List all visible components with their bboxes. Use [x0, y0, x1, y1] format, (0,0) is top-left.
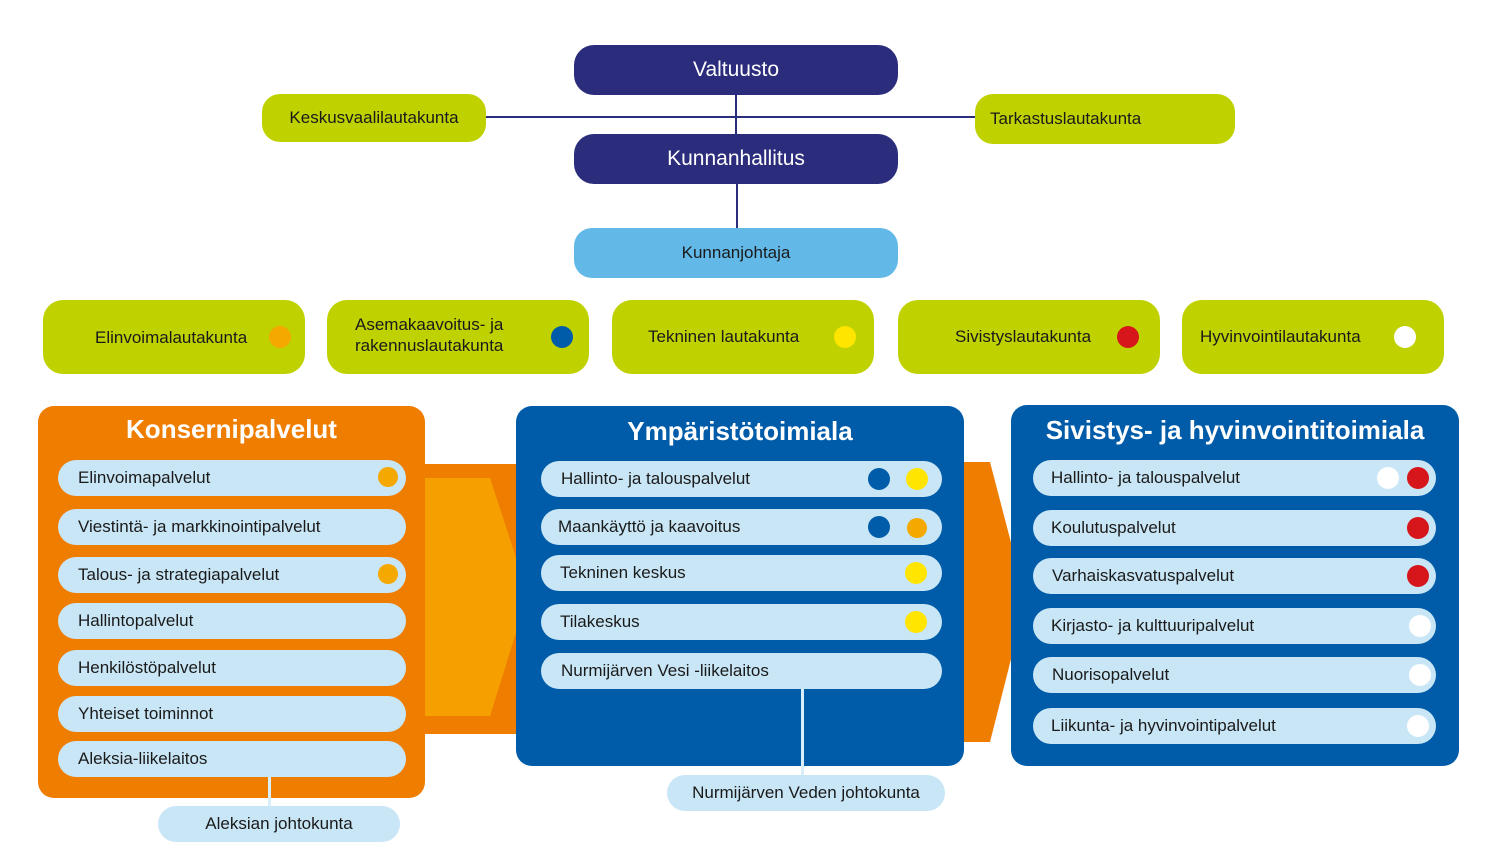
list-item-label: Kirjasto- ja kulttuuripalvelut [1051, 616, 1255, 635]
list-item: Yhteiset toiminnot [58, 696, 406, 732]
list-item: Elinvoimapalvelut [58, 460, 406, 496]
dot-orange [378, 467, 398, 487]
list-item-label: Varhaiskasvatuspalvelut [1052, 566, 1235, 585]
dot-white [1377, 467, 1399, 489]
election-board-label: Keskusvaalilautakunta [289, 108, 459, 127]
connector-council-board [735, 92, 737, 136]
dot-yellow [905, 562, 927, 584]
list-item: Aleksia-liikelaitos [58, 741, 406, 777]
list-item: Henkilöstöpalvelut [58, 650, 406, 686]
dot-red [1407, 517, 1429, 539]
connector-horizontal [480, 116, 980, 118]
list-item: Hallinto- ja talouspalvelut [1033, 460, 1436, 496]
list-item: Koulutuspalvelut [1033, 510, 1436, 546]
list-item-label: Yhteiset toiminnot [78, 704, 214, 723]
list-item-label: Aleksia-liikelaitos [78, 749, 208, 768]
list-item: Viestintä- ja markkinointipalvelut [58, 509, 406, 545]
board-asemakaava-label-1: Asemakaavoitus- ja [355, 315, 504, 334]
list-item: Hallinto- ja talouspalvelut [541, 461, 942, 497]
board-hyvinvointi-label: Hyvinvointilautakunta [1200, 327, 1361, 346]
dot-white [1409, 615, 1431, 637]
connector-aleksia [268, 777, 271, 811]
council-label: Valtuusto [693, 58, 779, 81]
dot-blue [551, 326, 573, 348]
dot-white [1407, 715, 1429, 737]
municipal-board-label: Kunnanhallitus [667, 147, 805, 170]
dot-white [1394, 326, 1416, 348]
aleksia-board-box: Aleksian johtokunta [158, 806, 400, 842]
board-sivistys-label: Sivistyslautakunta [955, 327, 1092, 346]
board-tekninen-label: Tekninen lautakunta [648, 327, 800, 346]
board-sivistys: Sivistyslautakunta [898, 300, 1160, 374]
panel-sivistys-title: Sivistys- ja hyvinvointitoimiala [1045, 415, 1425, 445]
board-elinvoima-label: Elinvoimalautakunta [95, 328, 248, 347]
list-item: Tekninen keskus [541, 555, 942, 591]
list-item: Talous- ja strategiapalvelut [58, 557, 406, 593]
list-item: Maankäyttö ja kaavoitus [541, 509, 942, 545]
audit-board-box: Tarkastuslautakunta [975, 94, 1235, 144]
arrow-ymparisto [955, 462, 1026, 742]
dot-red [1117, 326, 1139, 348]
list-item: Hallintopalvelut [58, 603, 406, 639]
list-item-label: Nurmijärven Vesi -liikelaitos [561, 661, 769, 680]
panel-ymparisto-title: Ympäristötoimiala [627, 416, 853, 446]
dot-orange [907, 518, 927, 538]
audit-board-label: Tarkastuslautakunta [990, 109, 1142, 128]
council-box: Valtuusto [574, 45, 898, 95]
connector-vesi [801, 689, 804, 779]
aleksia-board-label: Aleksian johtokunta [205, 814, 353, 833]
municipal-board-box: Kunnanhallitus [574, 134, 898, 184]
board-elinvoima: Elinvoimalautakunta [43, 300, 305, 374]
list-item-label: Tilakeskus [560, 612, 640, 631]
list-item-label: Talous- ja strategiapalvelut [78, 565, 280, 584]
board-tekninen: Tekninen lautakunta [612, 300, 874, 374]
list-item: Liikunta- ja hyvinvointipalvelut [1033, 708, 1436, 744]
mayor-box: Kunnanjohtaja [574, 228, 898, 278]
election-board-box: Keskusvaalilautakunta [262, 94, 486, 142]
list-item-label: Liikunta- ja hyvinvointipalvelut [1051, 716, 1276, 735]
board-hyvinvointi: Hyvinvointilautakunta [1182, 300, 1444, 374]
connector-board-mayor [736, 182, 738, 230]
dot-blue [868, 468, 890, 490]
list-item-label: Tekninen keskus [560, 563, 686, 582]
list-item: Varhaiskasvatuspalvelut [1033, 558, 1436, 594]
mayor-label: Kunnanjohtaja [681, 243, 791, 262]
list-item-label: Hallinto- ja talouspalvelut [561, 469, 750, 488]
board-asemakaava: Asemakaavoitus- ja rakennuslautakunta [327, 300, 589, 374]
list-item-label: Hallintopalvelut [78, 611, 194, 630]
panel-konserni-title: Konsernipalvelut [126, 414, 337, 444]
board-asemakaava-label-2: rakennuslautakunta [355, 336, 504, 355]
dot-yellow [906, 468, 928, 490]
list-item: Nurmijärven Vesi -liikelaitos [541, 653, 942, 689]
list-item-label: Henkilöstöpalvelut [78, 658, 216, 677]
list-item-label: Viestintä- ja markkinointipalvelut [78, 517, 321, 536]
arrow-konserni-light [420, 478, 528, 716]
dot-orange [269, 326, 291, 348]
vesi-board-label: Nurmijärven Veden johtokunta [692, 783, 920, 802]
list-item-label: Koulutuspalvelut [1051, 518, 1176, 537]
list-item-label: Hallinto- ja talouspalvelut [1051, 468, 1240, 487]
vesi-board-box: Nurmijärven Veden johtokunta [667, 775, 945, 811]
list-item: Kirjasto- ja kulttuuripalvelut [1033, 608, 1436, 644]
list-item-label: Maankäyttö ja kaavoitus [558, 517, 741, 536]
dot-yellow [834, 326, 856, 348]
list-item-label: Elinvoimapalvelut [78, 468, 211, 487]
dot-white [1409, 664, 1431, 686]
dot-blue [868, 516, 890, 538]
dot-red [1407, 467, 1429, 489]
list-item: Nuorisopalvelut [1033, 657, 1436, 693]
dot-red [1407, 565, 1429, 587]
dot-yellow [905, 611, 927, 633]
dot-orange [378, 564, 398, 584]
list-item: Tilakeskus [541, 604, 942, 640]
list-item-label: Nuorisopalvelut [1052, 665, 1170, 684]
